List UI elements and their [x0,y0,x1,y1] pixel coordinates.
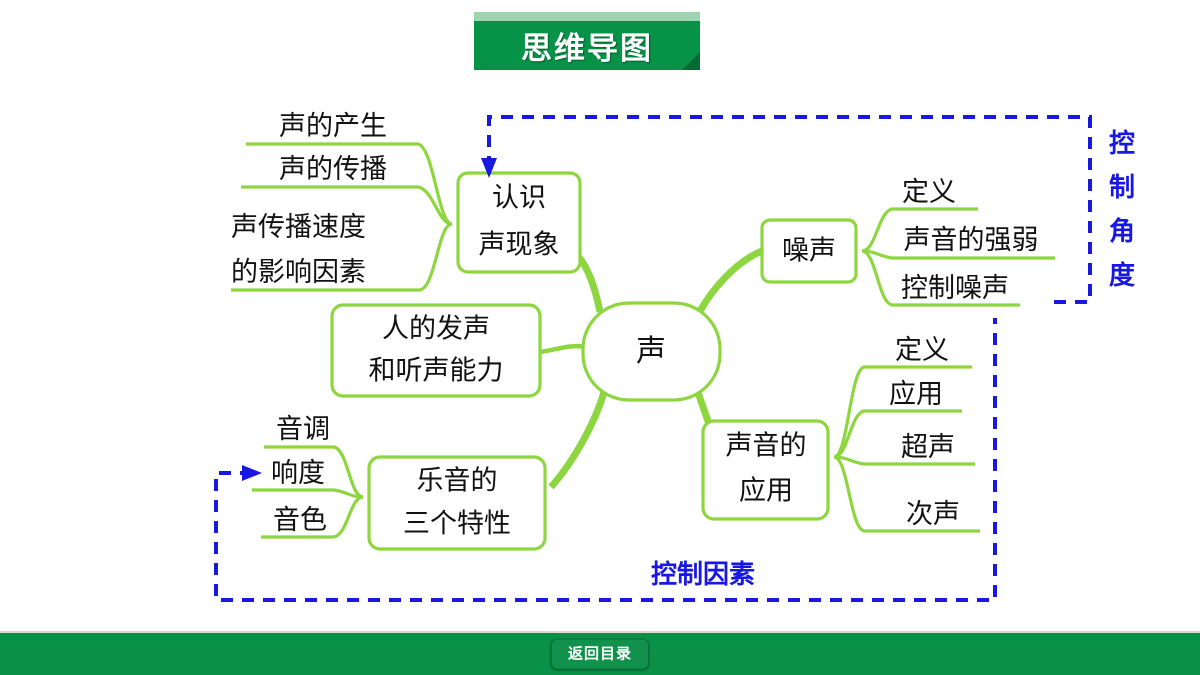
control-angle-char-4: 度 [1109,260,1135,291]
leaf-label-ultrasound: 超声 [901,432,955,463]
connector-application-leaf-4 [833,455,980,533]
branch-center-to-music-traits [548,391,608,490]
leaf-label-pitch: 音调 [276,414,330,445]
connector-recognize-leaf-2 [241,185,453,226]
leaf-label-timbre: 音色 [273,505,327,536]
branch-recognize-sound[interactable]: 认识 声现象 声的产生 声的传播 声传播速度 的影响因素 [231,111,582,292]
control-angle-dashed-bracket [487,115,1092,304]
branch-music-traits[interactable]: 乐音的 三个特性 音调 响度 音色 [252,414,547,551]
branch-center-to-noise [696,247,764,313]
center-node-label: 声 [636,334,666,369]
header-banner: 思维导图 [474,12,700,70]
human-voice-label-line-2: 和听声能力 [369,356,504,387]
human-voice-box [330,303,542,398]
connector-recognize-leaf-3 [231,222,453,292]
page-title: 思维导图 [521,31,653,67]
annotation-control-angle: 控 制 角 度 [481,115,1135,304]
leaf-label-application-usage: 应用 [889,379,943,410]
leaf-label-speed-factors: 声传播速度 的影响因素 [231,212,375,288]
footer-bar: 返回目录 [0,631,1200,675]
leaf-label-sound-propagation: 声的传播 [279,154,387,185]
leaf-label-noise-definition: 定义 [902,177,956,208]
sound-application-label-line-2: 应用 [739,476,793,507]
connector-music-leaf-2 [252,488,364,499]
leaf-label-sound-intensity: 声音的强弱 [904,225,1039,256]
branch-human-voice[interactable]: 人的发声 和听声能力 [330,303,542,398]
connector-music-leaf-3 [261,495,364,539]
connector-noise-leaf-3 [861,249,1020,307]
center-node-box [581,301,722,402]
connector-application-leaf-2 [833,409,962,459]
leaf-label-sound-production: 声的产生 [279,111,387,142]
control-angle-char-2: 制 [1109,173,1135,203]
back-to-contents-button[interactable]: 返回目录 [550,638,650,670]
leaf-label-application-definition: 定义 [895,335,949,366]
control-angle-char-1: 控 [1109,129,1135,159]
center-node[interactable]: 声 [581,301,722,402]
recognize-sound-label-line-2: 声现象 [479,230,560,261]
sound-application-label-line-1: 声音的 [726,431,807,462]
branch-center-to-human-voice [539,343,586,355]
music-traits-label-line-2: 三个特性 [403,509,511,540]
banner-fold-corner-icon [682,52,700,70]
leaf-label-noise-control: 控制噪声 [901,273,1009,304]
control-factor-label: 控制因素 [651,560,755,590]
leaf-label-loudness: 响度 [271,458,325,489]
control-factor-arrowhead-icon [242,465,262,481]
sound-application-box [701,419,830,521]
annotation-control-factor: 控制因素 [214,318,997,602]
branch-noise[interactable]: 噪声 定义 声音的强弱 控制噪声 [760,177,1055,307]
leaf-label-infrasound: 次声 [906,499,960,530]
control-factor-dashed-bracket [214,318,997,602]
noise-box [760,218,858,284]
banner-top-strip [474,12,700,21]
branch-sound-application[interactable]: 声音的 应用 定义 应用 超声 次声 [701,335,980,533]
connector-recognize-leaf-1 [246,142,453,226]
banner-body [474,21,700,70]
control-angle-arrowhead-icon [481,158,497,178]
human-voice-label-line-1: 人的发声 [382,314,490,345]
recognize-sound-box [456,171,582,274]
noise-label: 噪声 [782,236,836,267]
music-traits-label-line-1: 乐音的 [417,466,498,497]
control-angle-char-3: 角 [1109,216,1135,247]
recognize-sound-label-line-1: 认识 [492,183,546,214]
music-traits-box [367,455,547,551]
